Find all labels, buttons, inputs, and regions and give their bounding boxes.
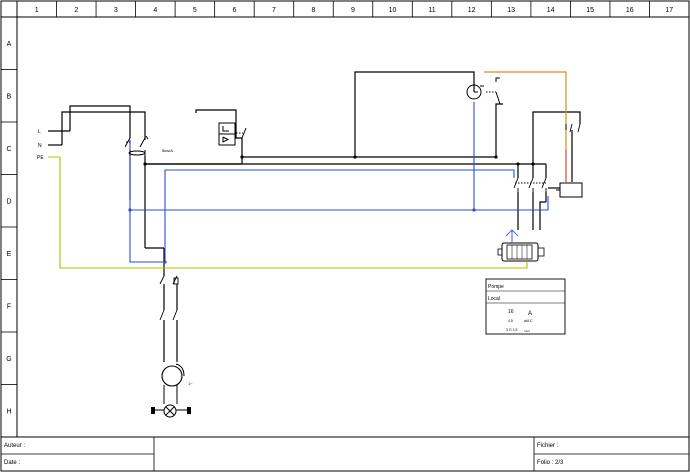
control-wire-3	[130, 196, 549, 211]
control-wiring	[129, 102, 549, 263]
auxiliary-contacts	[565, 123, 581, 133]
column-label: 16	[626, 7, 634, 14]
wire-timer-loop	[195, 109, 243, 157]
timer-switch	[218, 122, 247, 146]
row-labels: A B C D E F G H	[6, 41, 11, 416]
lamp-switch	[159, 275, 179, 321]
title-block: Auteur : Date : Fichier : Folio : 2/3	[1, 436, 689, 471]
wire-l-to-breaker	[69, 105, 131, 138]
lamp-motor-mark: 1~	[188, 381, 193, 386]
column-label: 14	[547, 7, 555, 14]
author-label: Auteur :	[4, 443, 25, 449]
column-label: 9	[351, 7, 355, 14]
lamp-motor: 1~	[161, 363, 193, 404]
file-label: Fichier :	[537, 443, 559, 449]
wire-relay-box	[354, 71, 475, 157]
folio-label: Folio : 2/3	[537, 460, 564, 466]
info-small-right: aM-C	[524, 319, 533, 323]
row-label: A	[7, 41, 12, 48]
lamp-icon	[151, 404, 191, 418]
info-unit: A	[528, 311, 532, 317]
contactor-coil	[556, 182, 583, 198]
terminal-l-label: L	[38, 129, 41, 135]
terminal-pe-label: PE	[37, 155, 44, 161]
pump-motor	[497, 229, 545, 262]
row-label: G	[6, 356, 11, 363]
column-label: 10	[389, 7, 397, 14]
info-cable: 3 G 1.5	[506, 328, 518, 332]
earth-wire	[48, 156, 528, 269]
row-label: H	[6, 408, 11, 415]
column-label: 17	[665, 7, 673, 14]
control-wire-2	[164, 169, 515, 262]
equipment-info-block: Pompe Local 16 A 4.5 aM-C 3 G 1.5 mm²	[485, 278, 566, 335]
info-cable-unit: mm²	[524, 329, 530, 333]
column-label: 13	[507, 7, 515, 14]
column-label: 7	[272, 7, 276, 14]
row-label: F	[7, 303, 11, 310]
row-label: C	[6, 146, 11, 153]
contactor-ref-label: 5kw/A	[162, 148, 173, 153]
row-label: E	[7, 251, 12, 258]
column-label: 4	[153, 7, 157, 14]
row-label: B	[7, 93, 12, 100]
row-label: D	[6, 198, 11, 205]
column-label: 8	[312, 7, 316, 14]
column-label: 6	[232, 7, 236, 14]
contactor-main	[513, 177, 547, 192]
column-label: 2	[74, 7, 78, 14]
info-title: Pompe	[488, 284, 504, 290]
column-label: 12	[468, 7, 476, 14]
info-small-left: 4.5	[508, 319, 513, 323]
column-label: 11	[428, 7, 435, 14]
control-wire-1	[129, 140, 165, 263]
column-label: 5	[193, 7, 197, 14]
timer-relay	[466, 77, 501, 105]
terminal-n-label: N	[38, 143, 42, 149]
wire-motor-3b	[539, 201, 546, 230]
info-rating: 16	[508, 309, 514, 315]
junction-dots-blue	[128, 208, 476, 264]
column-dividers	[56, 1, 650, 17]
date-label: Date :	[4, 460, 20, 466]
row-dividers	[1, 69, 17, 385]
column-label: 1	[35, 7, 39, 14]
drawing-area	[16, 16, 690, 438]
circuit-breaker	[124, 135, 149, 156]
column-label: 3	[114, 7, 118, 14]
terminal-block: L N PE	[37, 129, 44, 161]
wire-relay-contact	[495, 103, 503, 157]
info-location: Local	[488, 296, 500, 302]
wire-n-to-breaker	[61, 111, 146, 145]
column-label: 15	[586, 7, 594, 14]
wire-right-top	[532, 111, 581, 164]
junction-dots	[143, 155, 535, 166]
